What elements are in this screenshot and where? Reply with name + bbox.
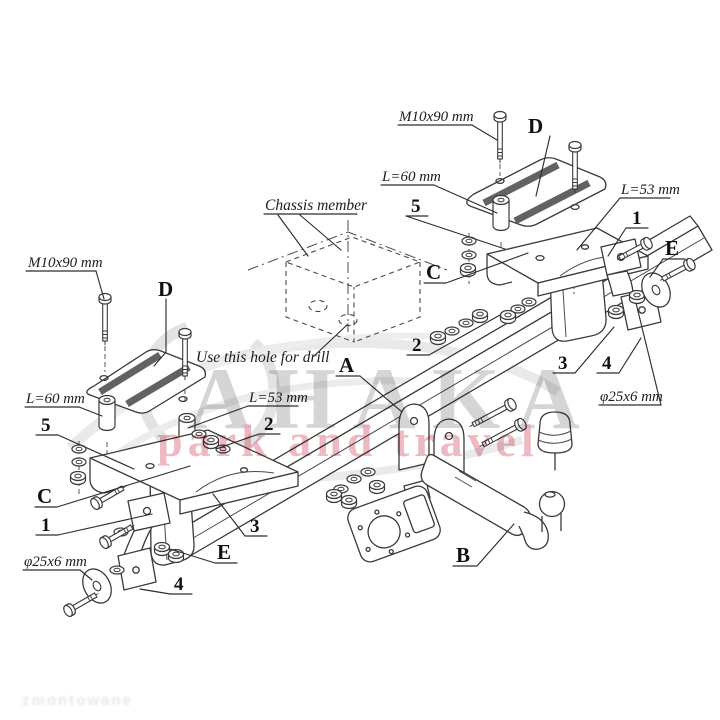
leader-lines — [22, 124, 686, 595]
label-bolt-spec-right: M10x90 mm — [398, 109, 474, 125]
label-bolt-spec-left: M10x90 mm — [27, 255, 103, 271]
ball-cover-cap — [537, 411, 573, 471]
label-part-e-right: E — [665, 236, 679, 260]
label-part-c-right: C — [426, 260, 441, 284]
label-item4-left: 4 — [174, 574, 184, 595]
label-part-d-left: D — [158, 277, 173, 301]
left-hanger-bracket — [61, 492, 185, 619]
label-item2-left: 2 — [264, 414, 274, 435]
label-item1-right: 1 — [632, 208, 642, 229]
label-pad-spec-right: φ25x6 mm — [600, 389, 663, 405]
label-chassis-member: Chassis member — [265, 197, 368, 214]
label-item5-right: 5 — [411, 196, 421, 217]
watermark-brand-text: AHAKA — [188, 351, 596, 448]
label-part-a: A — [339, 353, 355, 377]
label-spacer53-left: L=53 mm — [248, 390, 308, 406]
watermark-tagline-text: park and travel — [157, 415, 539, 466]
label-drill-note: Use this hole for drill — [196, 349, 329, 366]
label-part-c-left: C — [37, 484, 52, 508]
annotations: Chassis member Use this hole for drill M… — [24, 109, 680, 595]
label-spacer60-right: L=60 mm — [381, 169, 441, 185]
brand-watermark: AHAKA park and travel — [157, 351, 596, 466]
label-item1-left: 1 — [41, 515, 51, 536]
chassis-member-box — [247, 220, 448, 343]
label-item3-right: 3 — [558, 353, 568, 374]
label-item5-left: 5 — [41, 415, 51, 436]
label-pad-spec-left: φ25x6 mm — [24, 554, 87, 570]
right-hanger-bracket — [600, 235, 698, 331]
left-mount-assembly — [69, 292, 299, 515]
socket-plate — [347, 479, 441, 563]
label-part-e-left: E — [217, 540, 231, 564]
label-item3-left: 3 — [250, 516, 260, 537]
label-part-b: B — [456, 543, 470, 567]
corner-watermark-text: zmontowane — [22, 692, 133, 709]
label-spacer60-left: L=60 mm — [25, 391, 85, 407]
label-item2-right: 2 — [412, 335, 422, 356]
tow-arm — [420, 453, 566, 550]
label-part-d-right: D — [528, 114, 543, 138]
label-item4-right: 4 — [602, 353, 612, 374]
label-spacer53-right: L=53 mm — [620, 182, 680, 198]
